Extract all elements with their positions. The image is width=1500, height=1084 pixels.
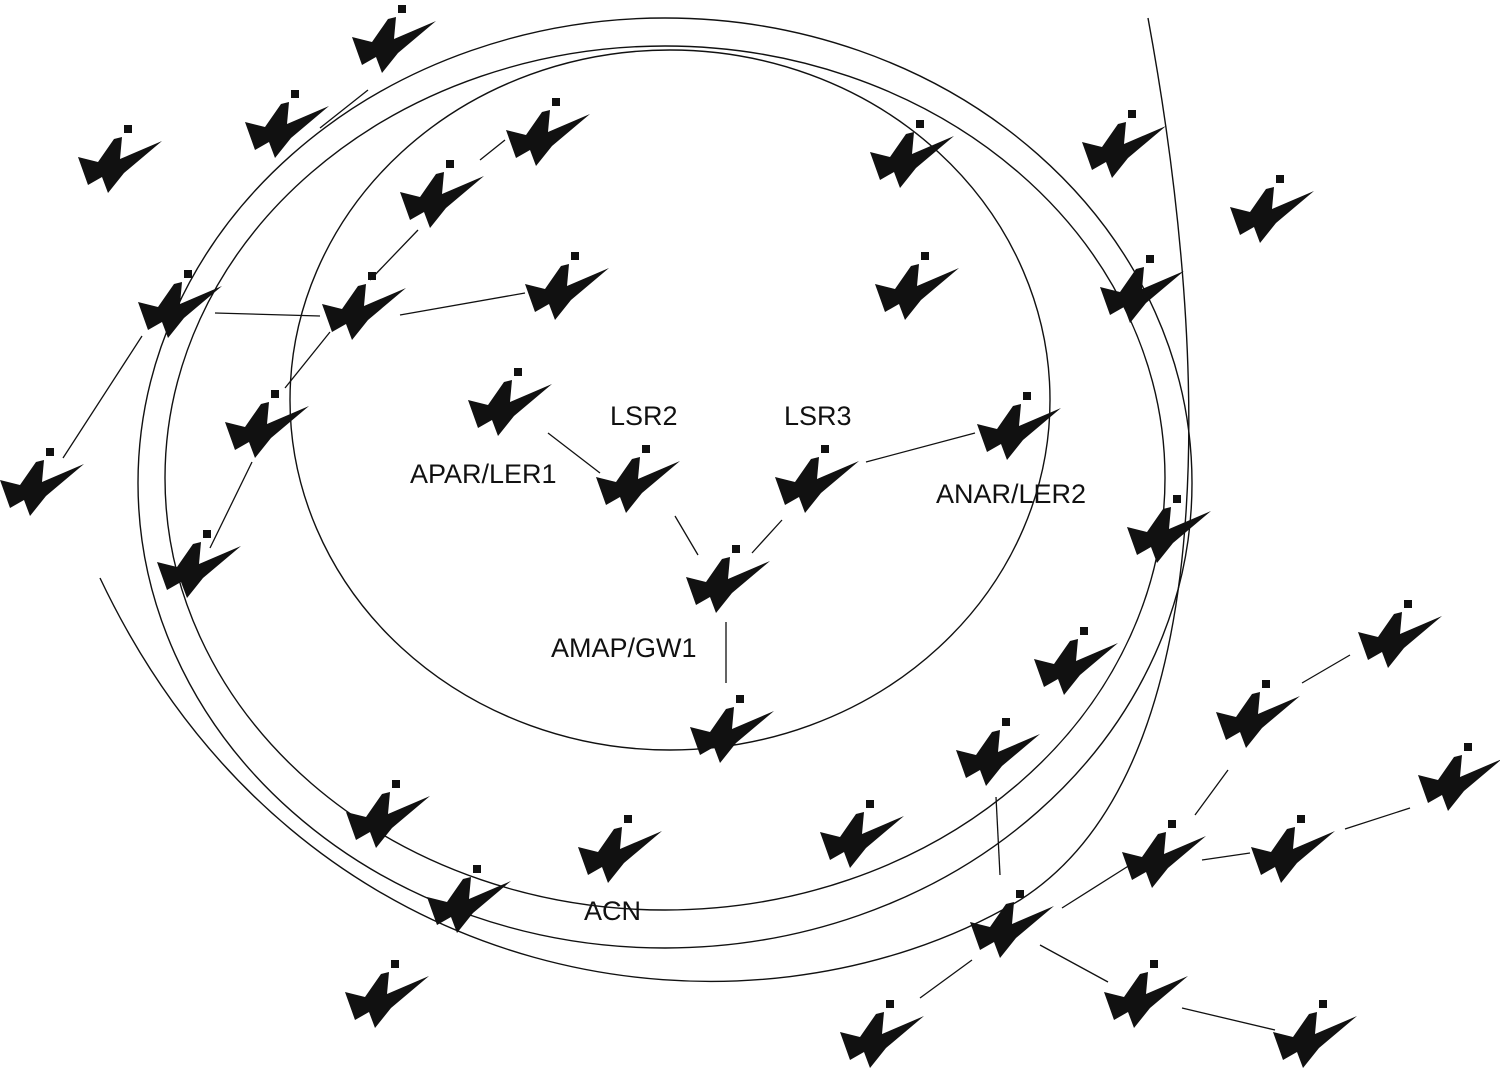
aircraft-icon — [78, 125, 162, 193]
aircraft-icon — [525, 252, 609, 320]
link — [62, 335, 143, 459]
link — [1201, 852, 1251, 861]
link — [284, 331, 331, 389]
link — [214, 312, 321, 317]
aircraft-icon — [0, 448, 84, 516]
aircraft-icon — [1104, 960, 1188, 1028]
link — [319, 89, 369, 129]
link — [1301, 654, 1351, 684]
node-labels: APAR/LER1 LSR2 LSR3 ANAR/LER2 AMAP/GW1 A… — [410, 401, 1086, 926]
links — [62, 89, 1411, 1031]
aircraft-icon — [1358, 600, 1442, 668]
link — [1194, 769, 1229, 816]
link — [209, 461, 253, 549]
link — [479, 139, 506, 161]
aircraft-icon — [506, 98, 590, 166]
aircraft-icon — [1034, 627, 1118, 695]
link — [1061, 864, 1131, 909]
link — [547, 432, 601, 474]
link — [919, 959, 973, 999]
aircraft-icon — [775, 445, 859, 513]
label-amap-gw1: AMAP/GW1 — [551, 633, 697, 663]
link — [1344, 807, 1411, 830]
link — [1039, 944, 1109, 983]
label-lsr3: LSR3 — [784, 401, 852, 431]
link — [751, 519, 783, 554]
aircraft-icon — [578, 815, 662, 883]
aircraft-icon — [1230, 175, 1314, 243]
outer-coverage-ring — [164, 45, 1166, 911]
aircraft-icon — [1100, 255, 1184, 323]
middle-coverage-ring — [137, 17, 1193, 949]
aircraft-icon — [970, 890, 1054, 958]
label-acn: ACN — [584, 896, 641, 926]
aircraft-icon — [840, 1000, 924, 1068]
aircraft-icon — [690, 695, 774, 763]
link — [369, 229, 419, 281]
aircraft-icon — [245, 90, 329, 158]
aircraft-icon — [1251, 815, 1335, 883]
aircraft-icon — [686, 545, 770, 613]
label-anar-ler2: ANAR/LER2 — [936, 479, 1086, 509]
inner-coverage-ring — [289, 49, 1051, 751]
aircraft-nodes — [0, 5, 1500, 1068]
label-lsr2: LSR2 — [610, 401, 678, 431]
link — [399, 292, 526, 316]
link — [995, 796, 1001, 876]
label-apar-ler1: APAR/LER1 — [410, 459, 557, 489]
aircraft-icon — [1418, 743, 1500, 811]
aircraft-icon — [1127, 495, 1211, 563]
aircraft-icon — [468, 368, 552, 436]
outer-coverage-arc — [99, 17, 1190, 983]
aircraft-icon — [875, 252, 959, 320]
aircraft-icon — [1082, 110, 1166, 178]
aircraft-icon — [1216, 680, 1300, 748]
aircraft-icon — [596, 445, 680, 513]
link — [1181, 1007, 1276, 1031]
aircraft-icon — [138, 270, 222, 338]
aircraft-icon — [345, 960, 429, 1028]
aircraft-icon — [400, 160, 484, 228]
aircraft-icon — [1273, 1000, 1357, 1068]
link — [674, 515, 699, 556]
link — [865, 432, 976, 463]
aircraft-icon — [352, 5, 436, 73]
aircraft-icon — [1122, 820, 1206, 888]
aircraft-icon — [322, 272, 406, 340]
aircraft-icon — [225, 390, 309, 458]
coverage-rings — [99, 17, 1193, 983]
aircraft-icon — [820, 800, 904, 868]
